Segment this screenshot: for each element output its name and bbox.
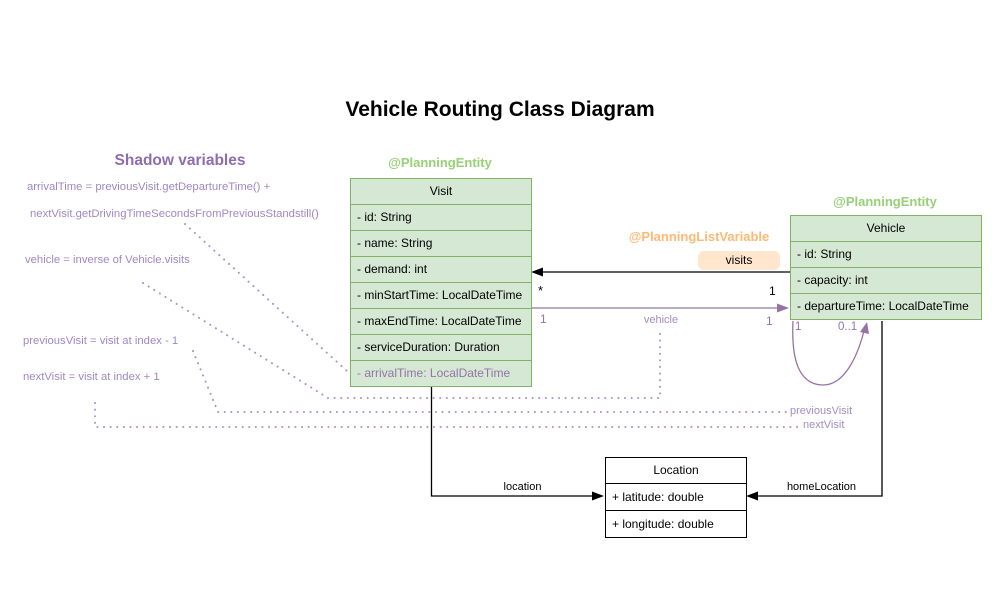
dotted-link-previousvisit xyxy=(192,350,787,413)
arrowhead-right-icon xyxy=(777,303,789,313)
visits-edge[interactable] xyxy=(531,267,790,277)
class-field: + latitude: double xyxy=(606,483,746,510)
chain-source-multiplicity: 1 xyxy=(795,321,802,333)
planning-list-variable-annotation: @PlanningListVariable xyxy=(628,229,770,244)
arrowhead-left-icon xyxy=(746,491,758,501)
arrowhead-left-icon xyxy=(531,267,543,277)
visit-class-name: Visit xyxy=(429,184,453,198)
shadow-variable-note: previousVisit = visit at index - 1 xyxy=(23,335,179,347)
class-field: - id: String xyxy=(791,241,981,267)
diagram-title: Vehicle Routing Class Diagram xyxy=(345,98,655,121)
visits-source-multiplicity: 1 xyxy=(769,284,776,298)
shadow-variables-heading: Shadow variables xyxy=(114,152,246,169)
chain-self-loop-edge[interactable] xyxy=(792,320,869,386)
vehicle-edge[interactable] xyxy=(530,303,789,313)
vehicle-edge-source-multiplicity: 1 xyxy=(540,312,547,326)
location-edge-label[interactable]: location xyxy=(503,481,542,493)
home-location-edge-label[interactable]: homeLocation xyxy=(786,481,857,493)
dotted-link-arrivaltime xyxy=(184,223,348,372)
location-class-name: Location xyxy=(653,463,699,477)
class-field: - serviceDuration: Duration xyxy=(351,334,531,360)
vehicle-planning-entity-annotation: @PlanningEntity xyxy=(833,194,937,209)
home-location-edge[interactable] xyxy=(746,321,883,501)
class-field: - capacity: int xyxy=(791,267,981,293)
dotted-link-vehicle xyxy=(142,282,661,399)
visits-edge-label-badge[interactable]: visits xyxy=(698,251,780,270)
class-shadow-field: - arrivalTime: LocalDateTime xyxy=(351,360,531,386)
arrowhead-up-icon xyxy=(860,322,869,334)
shadow-variable-note: nextVisit.getDrivingTimeSecondsFromPrevi… xyxy=(30,208,319,220)
visit-planning-entity-annotation: @PlanningEntity xyxy=(388,155,492,170)
class-field: + longitude: double xyxy=(606,510,746,537)
class-field: - departureTime: LocalDateTime xyxy=(791,293,981,319)
class-field: - id: String xyxy=(351,204,531,230)
shadow-variable-note: nextVisit = visit at index + 1 xyxy=(23,371,160,383)
chain-target-multiplicity: 0..1 xyxy=(838,321,858,333)
class-field: - name: String xyxy=(351,230,531,256)
vehicle-edge-target-multiplicity: 1 xyxy=(766,314,773,328)
class-field: - minStartTime: LocalDateTime xyxy=(351,282,531,308)
visit-class-box[interactable]: Visit - id: String - name: String - dema… xyxy=(350,178,532,387)
next-visit-label[interactable]: nextVisit xyxy=(803,419,845,431)
class-field: - maxEndTime: LocalDateTime xyxy=(351,308,531,334)
vehicle-class-name: Vehicle xyxy=(866,221,906,235)
vehicle-class-box[interactable]: Vehicle - id: String - capacity: int - d… xyxy=(790,215,982,320)
dotted-link-nextvisit xyxy=(94,402,800,428)
vehicle-edge-label[interactable]: vehicle xyxy=(643,314,679,326)
visits-target-multiplicity: * xyxy=(538,283,544,298)
location-class-box[interactable]: Location + latitude: double + longitude:… xyxy=(605,457,747,538)
shadow-variable-note: arrivalTime = previousVisit.getDeparture… xyxy=(27,181,271,193)
location-edge[interactable] xyxy=(430,386,605,501)
arrowhead-right-icon xyxy=(592,491,604,501)
previous-visit-label[interactable]: previousVisit xyxy=(790,405,853,417)
class-field: - demand: int xyxy=(351,256,531,282)
shadow-variable-note: vehicle = inverse of Vehicle.visits xyxy=(25,254,190,266)
